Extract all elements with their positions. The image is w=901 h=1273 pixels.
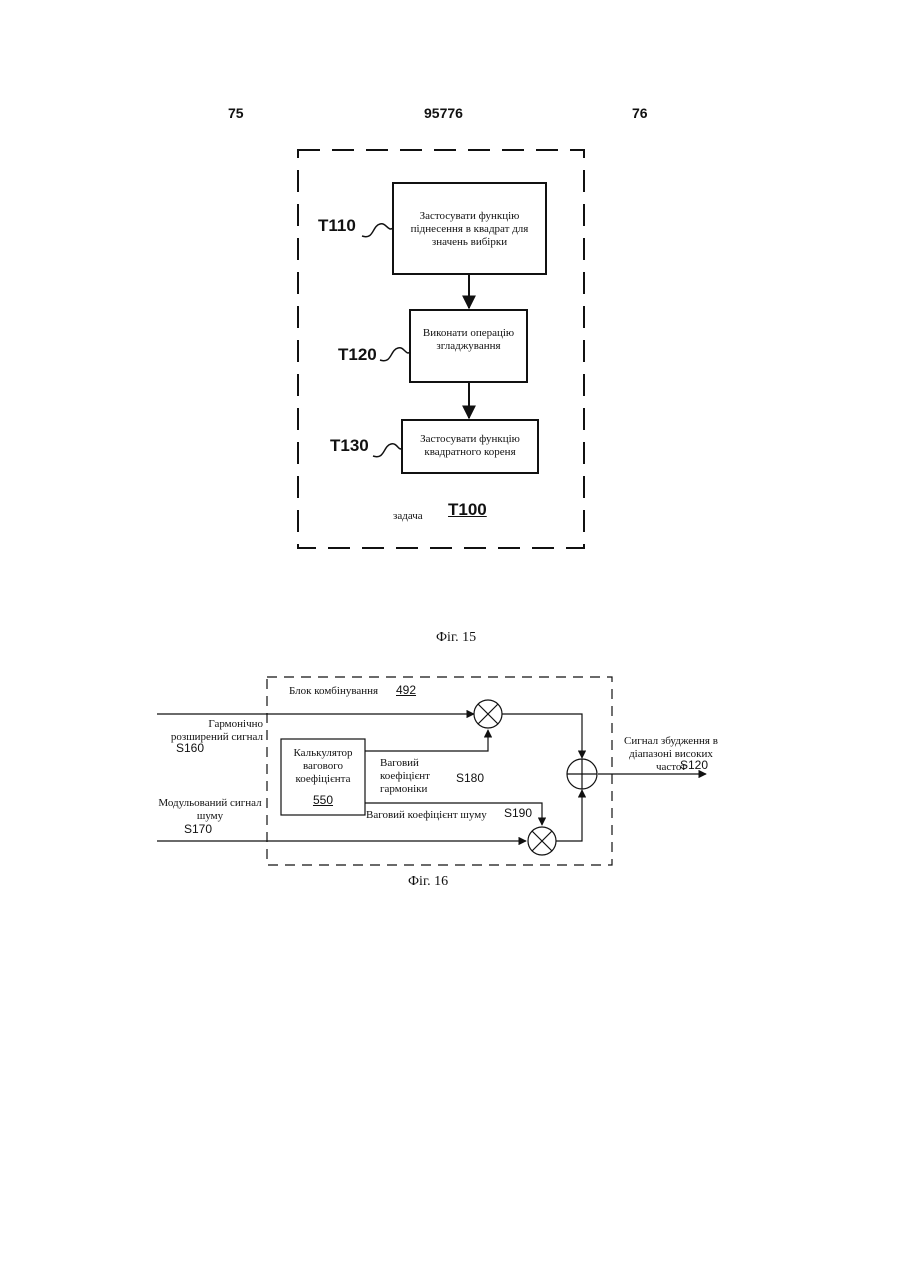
step-t110-label: T110	[318, 216, 356, 236]
fig15-caption: Фіг. 15	[436, 630, 476, 646]
output-signal-id: S120	[680, 759, 708, 772]
harmonic-signal-label: Гармонічно розширений сигнал	[155, 718, 263, 744]
step-t120-label: T120	[338, 345, 377, 365]
noise-weight-label: Ваговий коефіцієнт шуму	[366, 809, 487, 822]
task-word: задача	[393, 510, 423, 523]
weight-calculator-id: 550	[283, 794, 363, 807]
combining-block-id: 492	[396, 684, 416, 697]
noise-signal-id: S170	[168, 823, 228, 836]
noise-weight-id: S190	[504, 807, 532, 820]
leader-t120	[380, 348, 410, 361]
mult1-to-adder-line	[502, 714, 582, 758]
harmonic-weight-label: Ваговий коефіцієнт гармоніки	[380, 757, 460, 796]
step-t110-text: Застосувати функцію піднесення в квадрат…	[397, 210, 542, 249]
multiplier-1	[474, 700, 502, 728]
task-t100-label: T100	[448, 500, 487, 520]
harmonic-weight-line	[365, 730, 488, 751]
combining-block-label: Блок комбінування	[289, 685, 378, 698]
harmonic-signal-id: S160	[155, 742, 225, 755]
weight-calculator-label: Калькулятор вагового коефіцієнта	[283, 747, 363, 786]
multiplier-2	[528, 827, 556, 855]
fig16-caption: Фіг. 16	[408, 874, 448, 890]
harmonic-weight-id: S180	[456, 772, 484, 785]
output-signal-label: Сигнал збудження в діапазоні високих час…	[616, 735, 726, 774]
step-t130-label: T130	[330, 436, 369, 456]
mult2-to-adder-line	[556, 790, 582, 841]
leader-t130	[373, 444, 402, 457]
step-t120-text: Виконати операцію згладжування	[414, 327, 523, 353]
adder	[567, 759, 597, 789]
step-t130-text: Застосувати функцію квадратного кореня	[406, 433, 534, 459]
noise-signal-label: Модульований сигнал шуму	[155, 797, 265, 823]
leader-t110	[362, 224, 393, 237]
